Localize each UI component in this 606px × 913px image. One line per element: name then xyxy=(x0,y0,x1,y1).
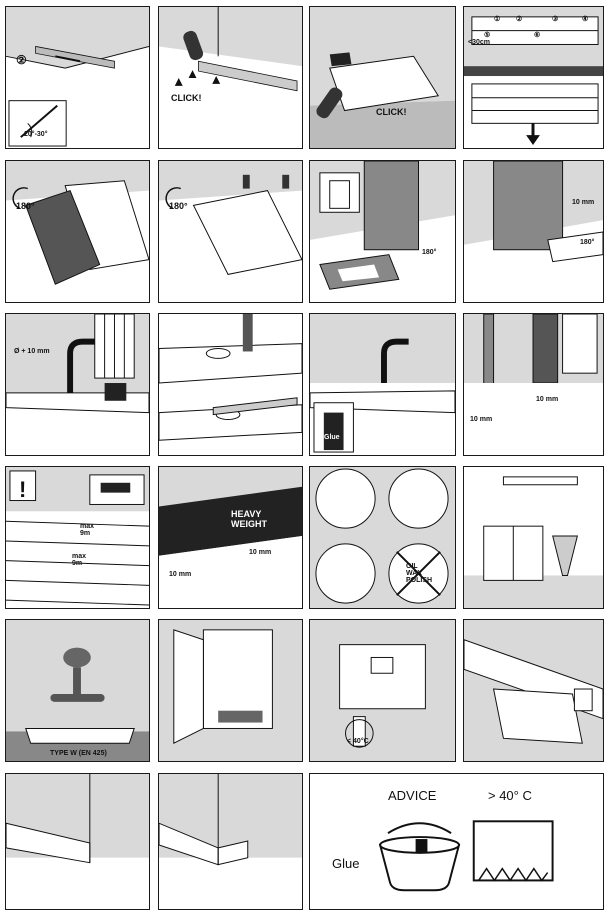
gap-label: 10 mm xyxy=(572,199,595,206)
number-4: ④ xyxy=(582,16,589,23)
number-1: ① xyxy=(494,16,501,23)
gap-label: <30cm xyxy=(468,39,490,46)
step-panel-10 xyxy=(158,313,303,456)
step-panel-9: Ø + 10 mm xyxy=(5,313,150,456)
click-label: CLICK! xyxy=(171,93,202,103)
temperature-advice: > 40° C xyxy=(488,788,532,803)
step-panel-20 xyxy=(463,619,604,762)
step-panel-22 xyxy=(158,773,303,910)
rotation-label: 180° xyxy=(580,239,595,246)
gap-label: 10 mm xyxy=(249,549,272,556)
warning-mark: ! xyxy=(19,477,27,502)
step-panel-5: 180° xyxy=(5,160,150,303)
type-w-label: TYPE W (EN 425) xyxy=(50,750,107,757)
click-label: CLICK! xyxy=(376,107,407,117)
rotation-label: 180° xyxy=(422,249,437,256)
number-3: ③ xyxy=(552,16,559,23)
step-panel-18 xyxy=(158,619,303,762)
step-panel-16 xyxy=(463,466,604,609)
glue-label: Glue xyxy=(332,856,360,871)
angle-label: 20°-30° xyxy=(24,131,48,138)
number-5: ⑤ xyxy=(484,32,491,39)
rotation-label: 180° xyxy=(169,201,188,211)
advice-title: ADVICE xyxy=(388,788,437,803)
step-number: ② xyxy=(16,53,27,67)
gap-label: 10 mm xyxy=(470,416,493,423)
step-panel-2: CLICK! xyxy=(158,6,303,149)
step-panel-17: TYPE W (EN 425) xyxy=(5,619,150,762)
step-panel-19: < 40°C xyxy=(309,619,456,762)
rotation-label: 180° xyxy=(16,201,35,211)
step-panel-3: CLICK! xyxy=(309,6,456,149)
gap-label: 10 mm xyxy=(536,396,559,403)
step-panel-6: 180° xyxy=(158,160,303,303)
step-panel-8: 10 mm 180° xyxy=(463,160,604,303)
step-panel-11: Glue xyxy=(309,313,456,456)
step-panel-21 xyxy=(5,773,150,910)
advice-panel: ADVICE > 40° C Glue xyxy=(309,773,604,910)
number-6: ⑥ xyxy=(534,32,541,39)
temperature-label: < 40°C xyxy=(347,738,369,745)
glue-bottle-label: Glue xyxy=(324,434,340,441)
diameter-label: Ø + 10 mm xyxy=(14,348,50,355)
step-panel-12: 10 mm 10 mm xyxy=(463,313,604,456)
step-panel-4: ① ② ③ ④ ⑤ ⑥ <30cm xyxy=(463,6,604,149)
number-2: ② xyxy=(516,16,523,23)
step-panel-7: 180° xyxy=(309,160,456,303)
step-panel-1: ② 20°-30° xyxy=(5,6,150,149)
gap-label: 10 mm xyxy=(169,571,192,578)
